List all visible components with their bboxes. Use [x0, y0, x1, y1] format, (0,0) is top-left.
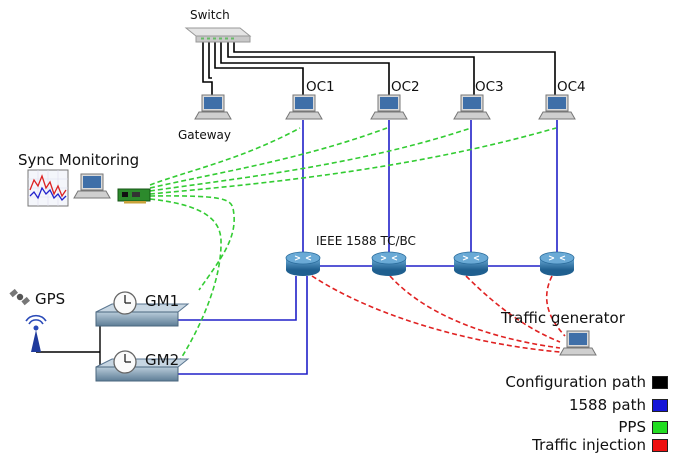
routers — [285, 251, 575, 276]
legend-swatch — [652, 438, 668, 452]
ptp-paths — [178, 120, 558, 375]
clock-icon — [113, 291, 137, 315]
legend-item-pps: PPS — [618, 418, 668, 436]
legend-label: PPS — [618, 418, 646, 436]
ieee-label: IEEE 1588 TC/BC — [316, 234, 416, 248]
switch-label: Switch — [190, 8, 230, 22]
legend-item-configuration-path: Configuration path — [505, 373, 668, 391]
legend-item-traffic-injection: Traffic injection — [532, 436, 668, 454]
satellite-icon — [9, 288, 30, 306]
laptop-icon — [453, 94, 491, 120]
router-icon — [285, 251, 321, 276]
router-icon — [371, 251, 407, 276]
gps-label: GPS — [35, 290, 66, 308]
legend-item-1588-path: 1588 path — [569, 396, 668, 414]
laptops — [73, 94, 597, 356]
oc1-label: OC1 — [306, 79, 335, 95]
gps-antenna-icon — [25, 314, 47, 352]
router-icon — [539, 251, 575, 276]
gm1-device — [95, 303, 190, 327]
legend-label: Configuration path — [505, 373, 646, 391]
laptop-icon — [73, 173, 111, 199]
laptop-icon — [285, 94, 323, 120]
legend-label: Traffic injection — [532, 436, 646, 454]
legend-swatch — [652, 420, 668, 434]
legend-label: 1588 path — [568, 396, 646, 414]
configuration-paths — [202, 40, 556, 95]
traffic-generator-label: Traffic generator — [501, 309, 625, 327]
clock-icon — [113, 350, 137, 374]
network-card-icon — [117, 188, 151, 204]
traffic-paths — [311, 275, 566, 353]
chart-icon — [27, 169, 69, 207]
oc2-label: OC2 — [391, 79, 420, 95]
laptop-icon — [559, 330, 597, 356]
laptop-icon — [194, 94, 232, 120]
gm2-label: GM2 — [145, 351, 180, 369]
switch-icon — [184, 27, 252, 43]
pps-paths — [149, 127, 557, 361]
legend-swatch — [652, 375, 668, 389]
sync-monitoring-label: Sync Monitoring — [18, 151, 140, 169]
router-icon — [453, 251, 489, 276]
gm1-label: GM1 — [145, 292, 180, 310]
laptop-icon — [538, 94, 576, 120]
oc4-label: OC4 — [557, 79, 586, 95]
legend-swatch — [652, 398, 668, 412]
laptop-icon — [370, 94, 408, 120]
oc3-label: OC3 — [475, 79, 504, 95]
gateway-label: Gateway — [178, 128, 232, 142]
